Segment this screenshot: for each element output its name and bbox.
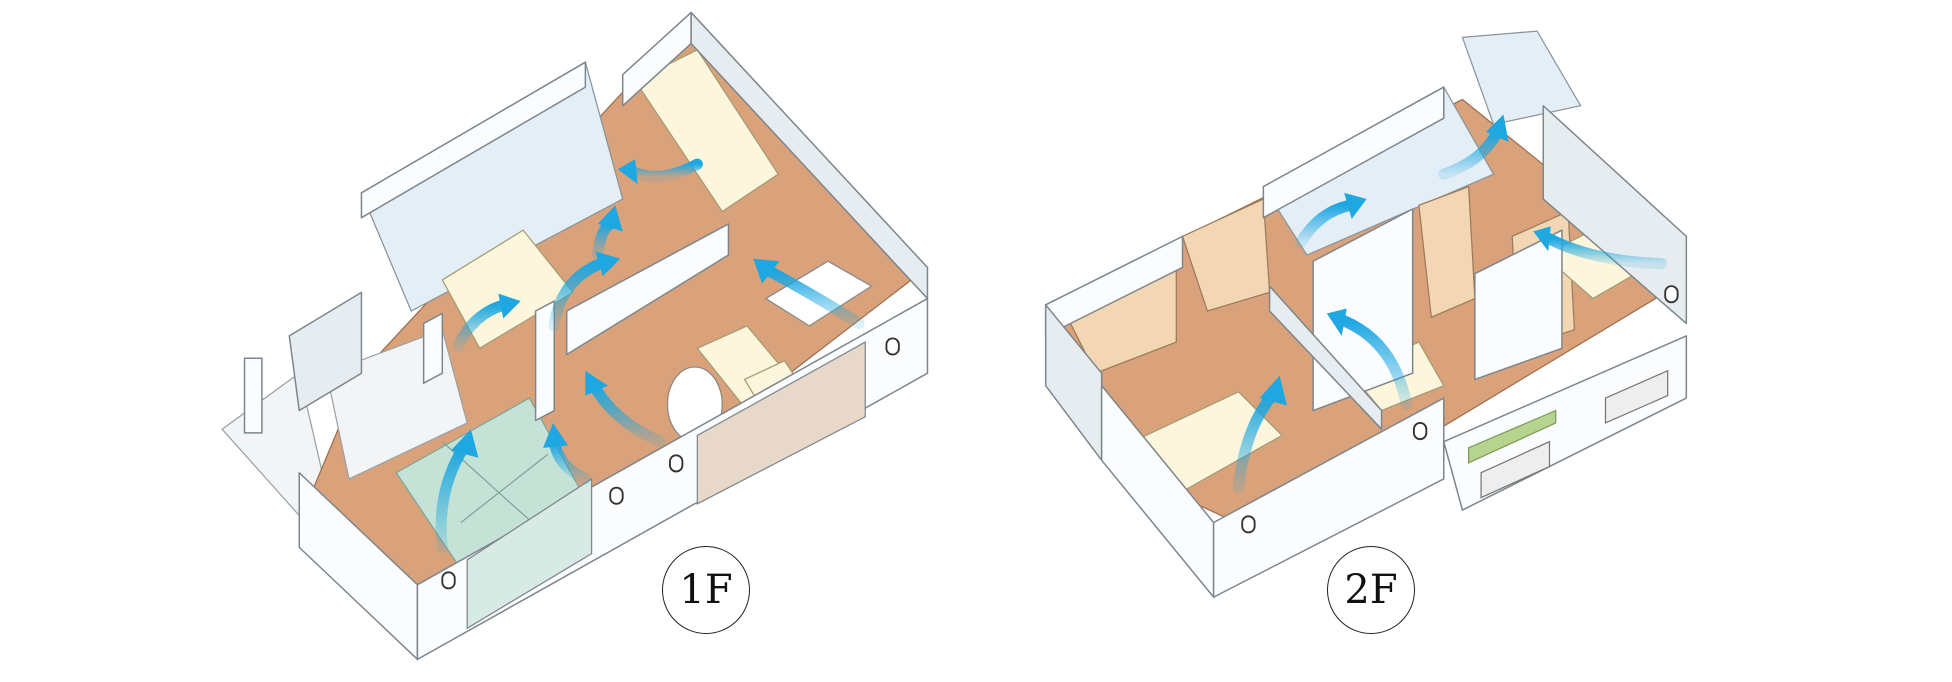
left-wall bbox=[288, 291, 363, 412]
airflow-arrow bbox=[753, 258, 865, 330]
airflow-arrow bbox=[452, 293, 521, 352]
vent-icon bbox=[1412, 422, 1428, 441]
balcony-railing bbox=[1604, 369, 1669, 424]
airflow-arrow bbox=[592, 205, 623, 261]
airflow-arrow bbox=[617, 158, 703, 185]
balcony-floor bbox=[1468, 409, 1557, 464]
vent-icon bbox=[669, 454, 684, 473]
interior-wall bbox=[1268, 285, 1383, 430]
toilet-area bbox=[1461, 30, 1582, 126]
interior-wall bbox=[422, 312, 444, 384]
vent-icon bbox=[609, 486, 624, 505]
window-glass bbox=[466, 477, 593, 630]
airflow-arrow bbox=[1232, 375, 1288, 494]
floor-label-2f: 2F bbox=[1327, 546, 1415, 634]
back-wall bbox=[1262, 86, 1445, 219]
airflow-arrows-2f bbox=[1232, 114, 1668, 494]
airflow-arrow bbox=[1295, 192, 1367, 249]
second-floor-plan bbox=[1044, 30, 1688, 598]
floor-label-1f: 1F bbox=[662, 546, 750, 634]
front-wall bbox=[1212, 397, 1445, 598]
back-wall bbox=[360, 61, 587, 219]
airflow-arrows-1f bbox=[435, 158, 865, 553]
vent-icon bbox=[1664, 285, 1679, 304]
airflow-arrow bbox=[543, 422, 591, 485]
vent-icon bbox=[885, 337, 900, 356]
airflow-arrow bbox=[585, 370, 666, 448]
balcony-railing bbox=[1480, 440, 1551, 499]
interior-wall bbox=[1474, 229, 1563, 381]
right-wall bbox=[1542, 104, 1688, 325]
vent-icon bbox=[441, 571, 456, 590]
tatami-line bbox=[460, 453, 549, 523]
airflow-arrow bbox=[435, 429, 479, 553]
airflow-arrow bbox=[1438, 114, 1509, 180]
first-floor-plan bbox=[221, 11, 929, 661]
gate-post bbox=[243, 357, 263, 434]
interior-wall bbox=[534, 300, 556, 422]
interior-wall bbox=[565, 223, 730, 356]
airflow-arrow bbox=[1326, 308, 1413, 410]
airflow-arrow bbox=[1533, 226, 1668, 270]
sliding-door bbox=[696, 341, 866, 505]
vent-icon bbox=[1241, 515, 1256, 534]
